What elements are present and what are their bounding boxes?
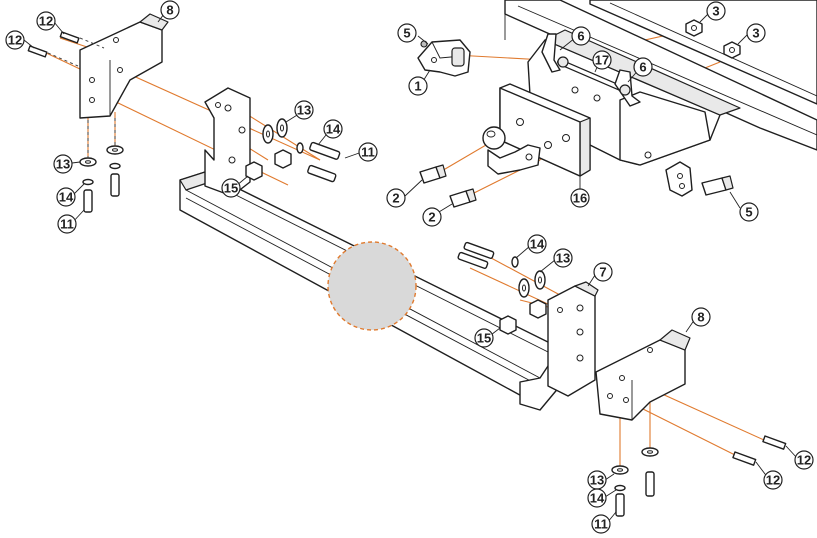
callout-11-b: 11 — [358, 142, 378, 162]
callout-label: 13 — [297, 103, 311, 118]
callout-15-b: 15 — [474, 328, 494, 348]
tow-ball — [482, 126, 541, 175]
part-5-bolt — [665, 161, 734, 197]
callout-label: 11 — [594, 517, 608, 532]
callout-14-c: 14 — [527, 234, 547, 254]
callout-label: 12 — [8, 33, 22, 48]
callout-label: 3 — [752, 26, 759, 41]
part-8-bracket-right — [595, 329, 691, 421]
callout-label: 8 — [697, 310, 704, 325]
placeholder-marker — [327, 241, 417, 331]
callout-13-b: 13 — [294, 100, 314, 120]
callout-15-a: 15 — [221, 178, 241, 198]
right-vertical-fastener-stack — [611, 447, 659, 517]
part-17-rod — [557, 59, 628, 93]
callout-5-a: 5 — [397, 23, 417, 43]
callout-label: 15 — [224, 181, 238, 196]
callout-12-d: 12 — [763, 470, 783, 490]
part-2-bolt-b — [449, 188, 477, 208]
callout-6-a: 6 — [571, 26, 591, 46]
callout-label: 12 — [39, 14, 53, 29]
left-vertical-fastener-stack — [79, 118, 124, 213]
callout-14-b: 14 — [323, 119, 343, 139]
left-horizontal-fastener-stack — [245, 118, 341, 183]
callout-2-b: 2 — [422, 207, 442, 227]
part-3-nut-a — [685, 19, 703, 37]
callout-14-d: 14 — [587, 488, 607, 508]
callout-8-b: 8 — [691, 307, 711, 327]
callout-label: 12 — [797, 453, 811, 468]
callout-label: 17 — [595, 53, 609, 68]
callout-12-a: 12 — [36, 11, 56, 31]
part-12-bolt-right-a — [762, 435, 787, 450]
part-6-right — [614, 69, 641, 107]
callout-label: 6 — [639, 60, 646, 75]
callout-7: 7 — [593, 262, 613, 282]
callout-label: 14 — [59, 190, 74, 205]
callout-label: 15 — [477, 331, 491, 346]
part-12-bolt-right-b — [732, 451, 757, 466]
part-3-nut-b — [723, 41, 741, 59]
callout-16: 16 — [570, 188, 590, 208]
callout-label: 11 — [361, 145, 375, 160]
callout-label: 7 — [599, 265, 606, 280]
callout-label: 2 — [428, 210, 435, 225]
callout-5-b: 5 — [739, 202, 759, 222]
callout-label: 1 — [414, 79, 421, 94]
callout-12-b: 12 — [5, 30, 25, 50]
part-16-mounting-plate — [499, 83, 591, 177]
callout-label: 14 — [326, 122, 341, 137]
part-1-socket-bracket — [417, 39, 471, 77]
callout-label: 5 — [403, 26, 410, 41]
callout-1: 1 — [408, 76, 428, 96]
callout-label: 16 — [573, 191, 587, 206]
callout-label: 8 — [166, 3, 173, 18]
part-12-bolt-left-a — [59, 31, 105, 49]
callout-6-b: 6 — [633, 57, 653, 77]
callout-3-b: 3 — [746, 23, 766, 43]
callout-13-a: 13 — [53, 154, 73, 174]
callout-label: 6 — [577, 29, 584, 44]
callout-label: 5 — [745, 205, 752, 220]
callout-8-a: 8 — [160, 0, 180, 20]
callout-12-c: 12 — [794, 450, 814, 470]
callout-2-a: 2 — [386, 188, 406, 208]
callout-3-a: 3 — [706, 1, 726, 21]
part-12-bolt-left-b — [27, 45, 79, 67]
callout-17: 17 — [592, 50, 612, 70]
callout-label: 12 — [766, 473, 780, 488]
callout-label: 13 — [56, 157, 70, 172]
callout-label: 11 — [60, 217, 74, 232]
callout-label: 14 — [590, 491, 605, 506]
callout-11-c: 11 — [591, 514, 611, 534]
callout-label: 2 — [392, 191, 399, 206]
right-horizontal-fastener-stack — [457, 241, 547, 335]
callout-label: 13 — [590, 473, 604, 488]
part-8-bracket-left — [79, 13, 169, 119]
callout-13-d: 13 — [587, 470, 607, 490]
callout-label: 14 — [530, 237, 545, 252]
callout-13-c: 13 — [553, 248, 573, 268]
crossbar-left-bracket — [204, 87, 251, 197]
callout-label: 13 — [556, 251, 570, 266]
part-2-bolt-a — [419, 164, 447, 184]
callout-label: 3 — [712, 4, 719, 19]
part-6-left — [541, 33, 569, 73]
callout-14-a: 14 — [56, 187, 76, 207]
callout-11-a: 11 — [57, 214, 77, 234]
part-7-bracket — [547, 281, 599, 397]
